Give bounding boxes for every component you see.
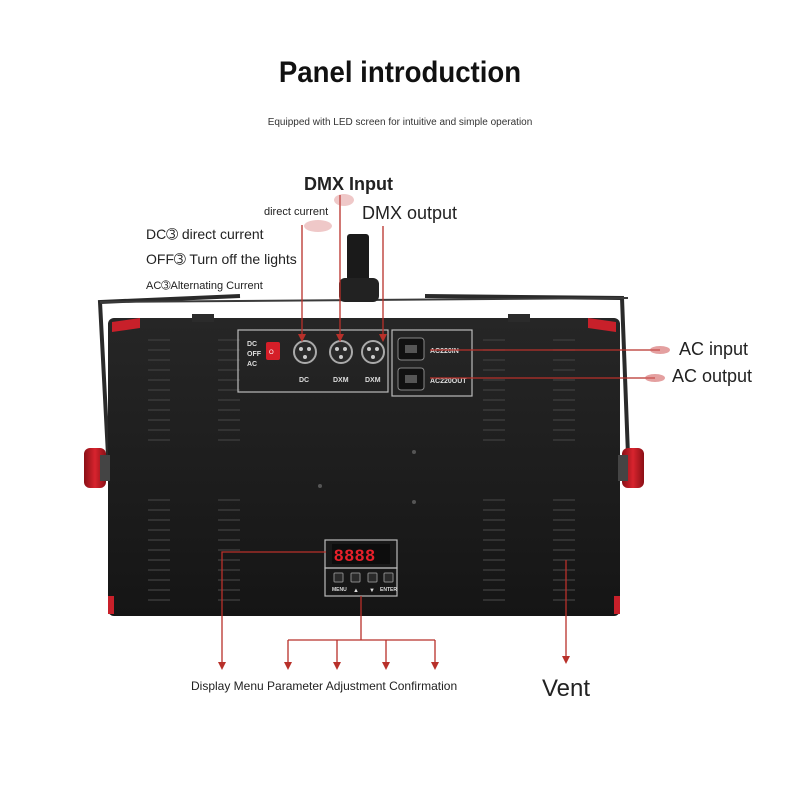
connector-label-dxm-2: DXM <box>365 377 381 384</box>
ac-panel <box>391 329 473 397</box>
svg-text:O: O <box>269 350 274 356</box>
ac-out-label: AC220OUT <box>430 378 467 385</box>
dmx-panel <box>237 329 389 393</box>
callout-bottom-functions: Display Menu Parameter Adjustment Confir… <box>191 679 458 693</box>
device-body <box>108 318 620 616</box>
antenna-mast <box>347 234 369 282</box>
button-label-menu: MENU <box>332 587 347 593</box>
led-display-digits: 8888 <box>334 546 376 565</box>
power-switch <box>266 342 280 360</box>
callout-off: OFF➂ Turn off the lights <box>146 251 297 267</box>
connector-label-dc: DC <box>299 377 309 384</box>
switch-label-dc: DC <box>247 341 257 348</box>
callout-ac-output: AC output <box>672 366 753 386</box>
connector-label-dxm-1: DXM <box>333 377 349 384</box>
callout-dmx-input: DMX Input <box>304 174 393 194</box>
switch-label-off: OFF <box>247 351 262 358</box>
button-label-down: ▼ <box>369 588 375 594</box>
xlr-connector-dmx-in <box>329 340 353 364</box>
button-label-up: ▲ <box>353 588 359 594</box>
xlr-connector-dc <box>293 340 317 364</box>
callout-dmx-output: DMX output <box>362 203 458 223</box>
page-title: Panel introduction <box>278 56 522 89</box>
page-subtitle: Equipped with LED screen for intuitive a… <box>267 117 533 128</box>
callout-ac-input: AC input <box>679 339 749 359</box>
callout-dc: DC➂ direct current <box>146 226 264 242</box>
button-label-enter: ENTER <box>380 587 397 593</box>
callout-vent: Vent <box>542 675 591 702</box>
vent-slits <box>147 339 576 601</box>
leader-arrowheads <box>218 334 570 670</box>
callout-direct-current-small: direct current <box>264 206 329 218</box>
callout-ac: AC➂Alternating Current <box>146 280 263 292</box>
menu-buttons <box>333 572 394 583</box>
ac-in-label: AC220IN <box>430 348 459 355</box>
xlr-connector-dmx-out <box>361 340 385 364</box>
switch-label-ac: AC <box>247 361 257 368</box>
